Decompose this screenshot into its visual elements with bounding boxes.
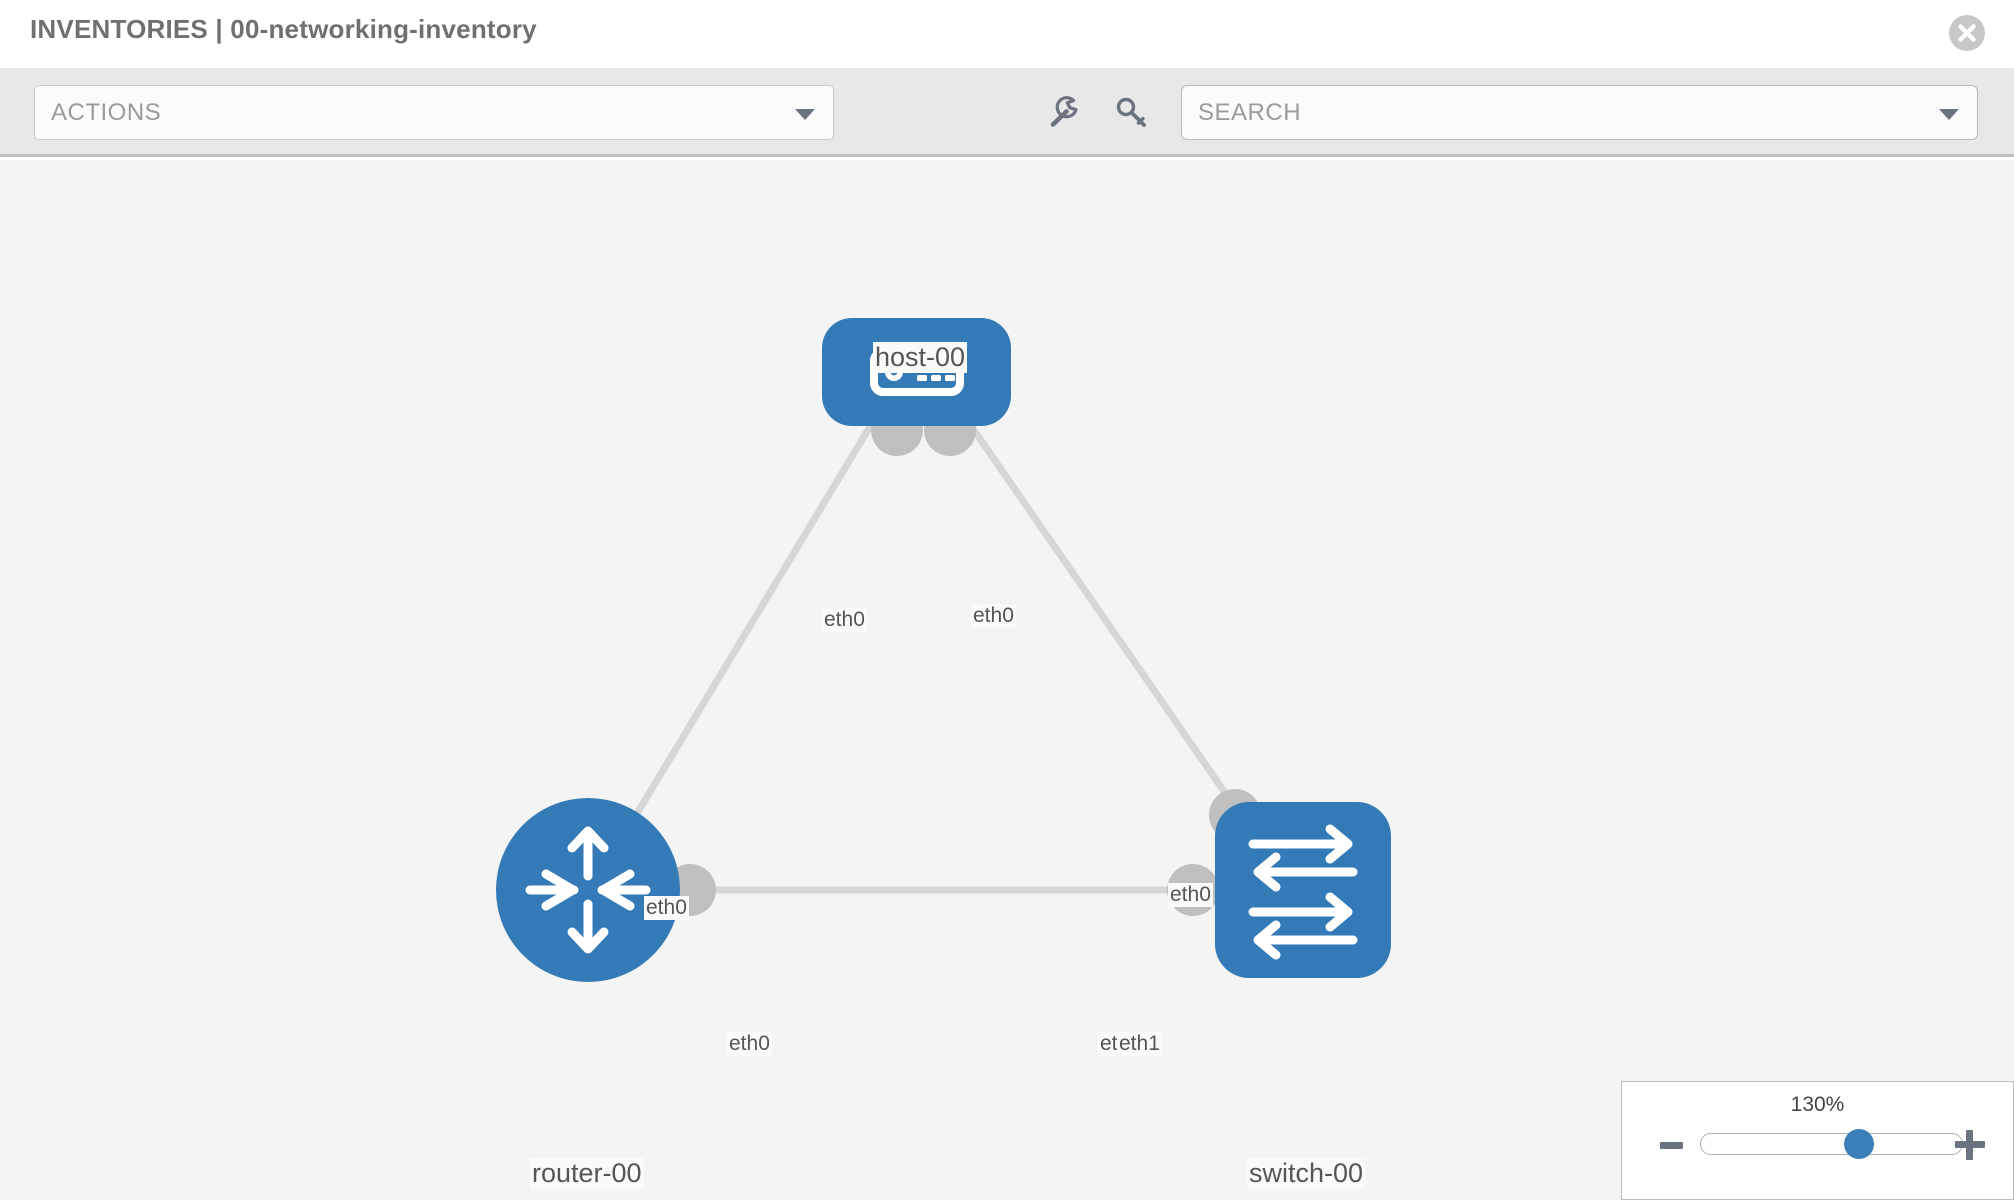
page-title: INVENTORIES | 00-networking-inventory bbox=[30, 14, 537, 44]
link-host-router[interactable] bbox=[597, 408, 883, 877]
chevron-down-icon bbox=[795, 109, 815, 120]
link-host-switch[interactable] bbox=[957, 408, 1278, 867]
zoom-slider-track[interactable] bbox=[1700, 1133, 1963, 1155]
topology-graph bbox=[496, 318, 1391, 982]
zoom-slider-thumb[interactable] bbox=[1844, 1129, 1875, 1159]
edge-label-interface: eth1 bbox=[1117, 1032, 1162, 1056]
switch-icon bbox=[1248, 824, 1358, 960]
wrench-icon[interactable] bbox=[1043, 93, 1083, 133]
node-label-host-00: host-00 bbox=[873, 342, 968, 373]
actions-dropdown[interactable]: ACTIONS bbox=[34, 85, 834, 140]
edge-label-interface: eth0 bbox=[644, 896, 689, 920]
edge-label-interface: eth0 bbox=[971, 604, 1016, 628]
edge-label-interface: eth0 bbox=[822, 608, 867, 632]
topology-interfaces bbox=[587, 404, 1261, 916]
minus-icon[interactable] bbox=[1660, 1142, 1683, 1149]
page-header: INVENTORIES | 00-networking-inventory bbox=[0, 0, 2014, 68]
router-icon bbox=[525, 826, 651, 954]
search-input[interactable]: SEARCH bbox=[1181, 85, 1978, 140]
edge-label-interface: eth0 bbox=[727, 1032, 772, 1056]
plus-icon[interactable] bbox=[1955, 1130, 1985, 1160]
zoom-control-panel: 130% bbox=[1621, 1081, 2014, 1200]
node-label-switch-00: switch-00 bbox=[1247, 1158, 1366, 1189]
close-icon[interactable] bbox=[1949, 15, 1985, 51]
key-icon[interactable] bbox=[1112, 93, 1152, 133]
zoom-percent-label: 130% bbox=[1790, 1093, 1845, 1116]
edge-label-interface: eth0 bbox=[1168, 883, 1213, 907]
actions-dropdown-label: ACTIONS bbox=[51, 99, 162, 126]
topology-links bbox=[597, 408, 1278, 894]
topology-canvas[interactable]: host-00 router-00 switch-00 eth0 eth0 et… bbox=[0, 160, 2014, 1200]
search-placeholder: SEARCH bbox=[1198, 99, 1302, 126]
chevron-down-icon[interactable] bbox=[1939, 109, 1959, 120]
topology-node-router-00[interactable] bbox=[496, 798, 680, 982]
node-label-router-00: router-00 bbox=[530, 1158, 644, 1189]
topology-node-switch-00[interactable] bbox=[1215, 802, 1391, 978]
